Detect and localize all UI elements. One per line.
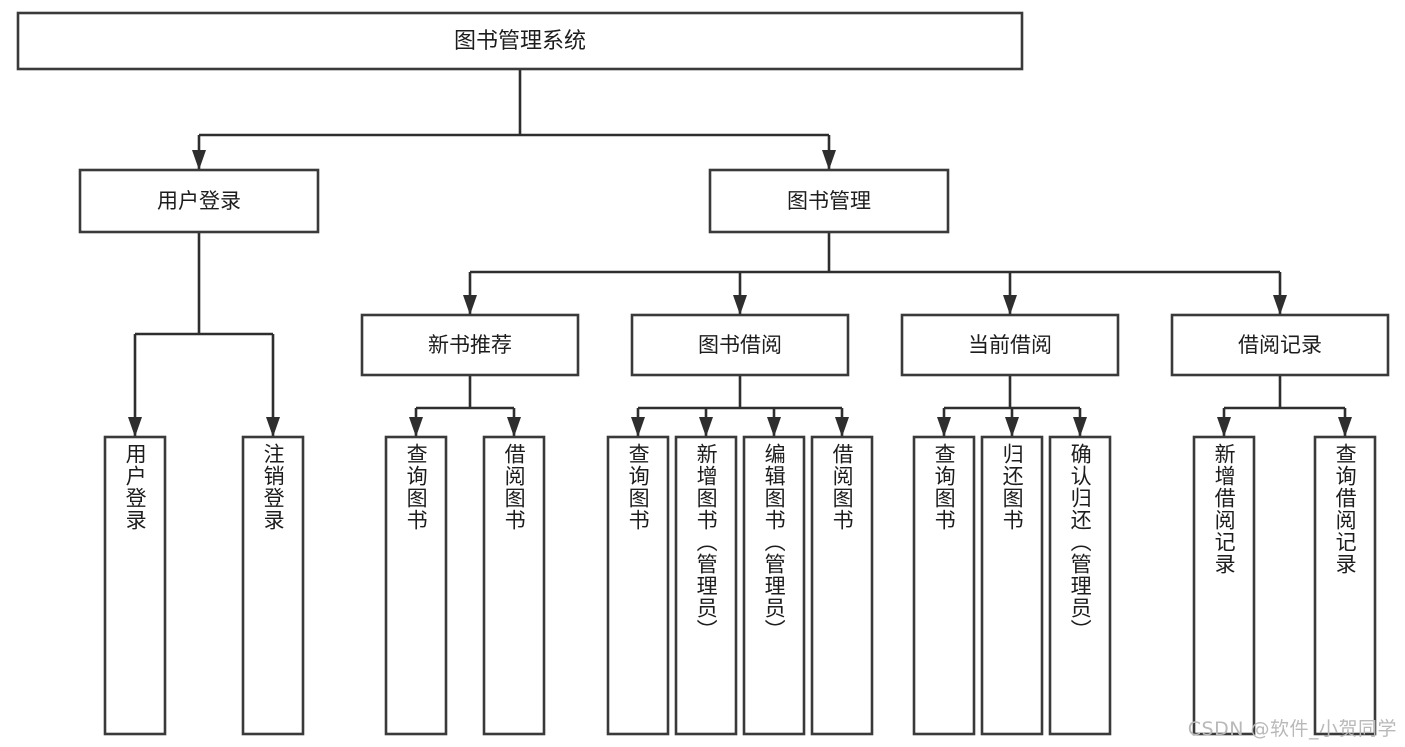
node-label: 借阅记录 bbox=[1238, 333, 1322, 357]
node-label: 当前借阅 bbox=[968, 333, 1052, 357]
arrow-head-icon bbox=[463, 295, 477, 315]
leaf-node-box[interactable] bbox=[241, 435, 305, 736]
node-label: 用户登录 bbox=[157, 189, 241, 213]
level2-node-box[interactable] bbox=[708, 168, 950, 234]
arrow-head-icon bbox=[507, 417, 521, 437]
arrow-head-icon bbox=[822, 150, 836, 170]
level3-node-box[interactable] bbox=[360, 313, 580, 377]
node-label: 新书推荐 bbox=[428, 333, 512, 357]
leaf-node-box[interactable] bbox=[742, 435, 806, 736]
leaf-node-box[interactable] bbox=[1192, 435, 1256, 736]
level2-node-box[interactable] bbox=[78, 168, 320, 234]
connector-layer bbox=[128, 69, 1352, 437]
arrow-head-icon bbox=[699, 417, 713, 437]
level3-node-box[interactable] bbox=[630, 313, 850, 377]
arrow-head-icon bbox=[1005, 417, 1019, 437]
leaf-node-box[interactable] bbox=[1048, 435, 1112, 736]
node-label: 图书管理 bbox=[787, 189, 871, 213]
arrow-head-icon bbox=[767, 417, 781, 437]
leaf-node-box[interactable] bbox=[912, 435, 976, 736]
arrow-head-icon bbox=[1273, 295, 1287, 315]
leaf-node-box[interactable] bbox=[810, 435, 874, 736]
root-node-box[interactable] bbox=[16, 11, 1024, 71]
level3-node-box[interactable] bbox=[900, 313, 1120, 377]
leaf-node-box[interactable] bbox=[103, 435, 167, 736]
leaf-node-box[interactable] bbox=[384, 435, 448, 736]
leaf-node-box[interactable] bbox=[980, 435, 1044, 736]
leaf-node-box[interactable] bbox=[1313, 435, 1377, 736]
arrow-head-icon bbox=[192, 150, 206, 170]
arrow-head-icon bbox=[733, 295, 747, 315]
arrow-head-icon bbox=[1073, 417, 1087, 437]
arrow-head-icon bbox=[1003, 295, 1017, 315]
arrow-head-icon bbox=[631, 417, 645, 437]
arrow-head-icon bbox=[1338, 417, 1352, 437]
level3-node-box[interactable] bbox=[1170, 313, 1390, 377]
arrow-head-icon bbox=[266, 417, 280, 437]
leaf-node-box[interactable] bbox=[674, 435, 738, 736]
arrow-head-icon bbox=[409, 417, 423, 437]
leaf-node-box[interactable] bbox=[606, 435, 670, 736]
arrow-head-icon bbox=[128, 417, 142, 437]
arrow-head-icon bbox=[835, 417, 849, 437]
arrow-head-icon bbox=[937, 417, 951, 437]
node-label: 图书管理系统 bbox=[454, 29, 586, 54]
node-label: 图书借阅 bbox=[698, 333, 782, 357]
arrow-head-icon bbox=[1217, 417, 1231, 437]
watermark-text: CSDN @软件_小贺同学 bbox=[1187, 718, 1397, 740]
leaf-node-box[interactable] bbox=[482, 435, 546, 736]
